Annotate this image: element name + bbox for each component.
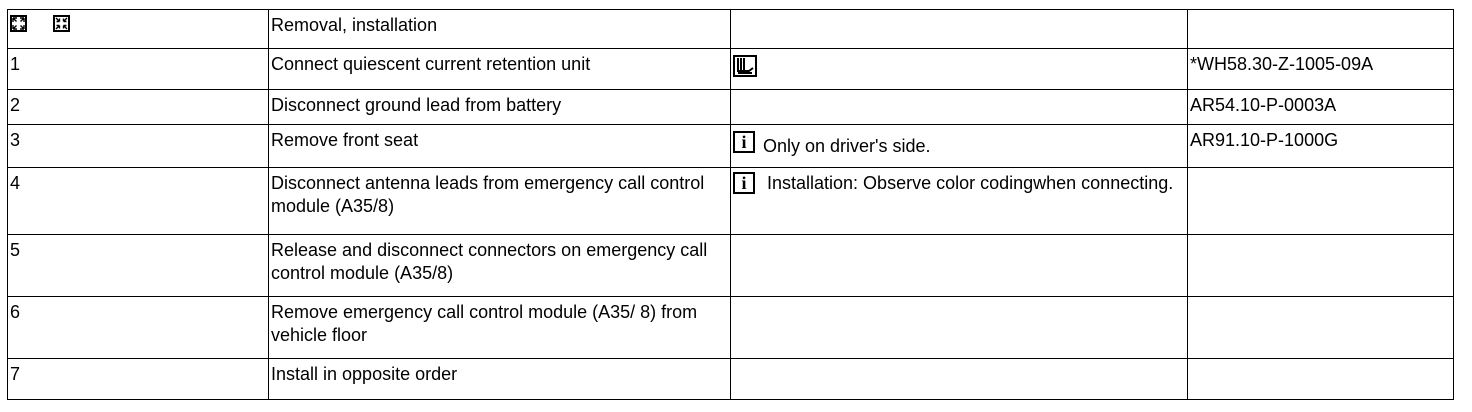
step-note xyxy=(730,48,1188,90)
step-note: i Only on driver's side. xyxy=(730,124,1188,168)
step-description: Install in opposite order xyxy=(268,358,731,400)
info-icon[interactable]: i xyxy=(733,172,755,194)
step-reference[interactable]: AR54.10-P-0003A xyxy=(1187,89,1454,125)
step-note xyxy=(730,296,1188,359)
step-description: Disconnect ground lead from battery xyxy=(268,89,731,125)
step-note-text: Installation: Observe color codingwhen c… xyxy=(767,173,1174,193)
expand-icon[interactable] xyxy=(10,15,27,32)
step-reference[interactable] xyxy=(1187,167,1454,235)
step-number: 3 xyxy=(7,124,269,168)
table-row: 2 Disconnect ground lead from battery AR… xyxy=(7,89,1454,125)
table-row: 7 Install in opposite order xyxy=(7,358,1454,400)
step-description: Release and disconnect connectors on eme… xyxy=(268,234,731,297)
step-number: 1 xyxy=(7,48,269,90)
step-note xyxy=(730,234,1188,297)
header-note-cell xyxy=(730,9,1188,49)
step-number: 4 xyxy=(7,167,269,235)
tool-icon[interactable] xyxy=(733,55,757,83)
table-row: 4 Disconnect antenna leads from emergenc… xyxy=(7,167,1454,235)
step-reference[interactable] xyxy=(1187,358,1454,400)
step-description: Connect quiescent current retention unit xyxy=(268,48,731,90)
step-number: 2 xyxy=(7,89,269,125)
header-title: Removal, installation xyxy=(268,9,731,49)
step-reference[interactable]: AR91.10-P-1000G xyxy=(1187,124,1454,168)
step-reference[interactable] xyxy=(1187,234,1454,297)
step-reference[interactable] xyxy=(1187,296,1454,359)
header-ref-cell xyxy=(1187,9,1454,49)
collapse-icon[interactable] xyxy=(53,15,70,32)
table-row: 3 Remove front seat i Only on driver's si… xyxy=(7,124,1454,168)
table-row: 5 Release and disconnect connectors on e… xyxy=(7,234,1454,297)
table-row: 1 Connect quiescent current retention un… xyxy=(7,48,1454,90)
step-number: 7 xyxy=(7,358,269,400)
info-icon[interactable]: i xyxy=(733,131,755,153)
step-number: 6 xyxy=(7,296,269,359)
step-note xyxy=(730,89,1188,125)
step-reference[interactable]: *WH58.30-Z-1005-09A xyxy=(1187,48,1454,90)
step-description: Remove emergency call control module (A3… xyxy=(268,296,731,359)
step-description: Disconnect antenna leads from emergency … xyxy=(268,167,731,235)
step-note xyxy=(730,358,1188,400)
step-description: Remove front seat xyxy=(268,124,731,168)
step-note: i Installation: Observe color codingwhen … xyxy=(730,167,1188,235)
header-icons-cell xyxy=(7,9,269,49)
table-header-row: Removal, installation xyxy=(7,9,1454,49)
step-note-text: Only on driver's side. xyxy=(763,136,931,156)
table-row: 6 Remove emergency call control module (… xyxy=(7,296,1454,359)
step-number: 5 xyxy=(7,234,269,297)
procedure-table: Removal, installation 1 Connect quiescen… xyxy=(7,9,1454,400)
